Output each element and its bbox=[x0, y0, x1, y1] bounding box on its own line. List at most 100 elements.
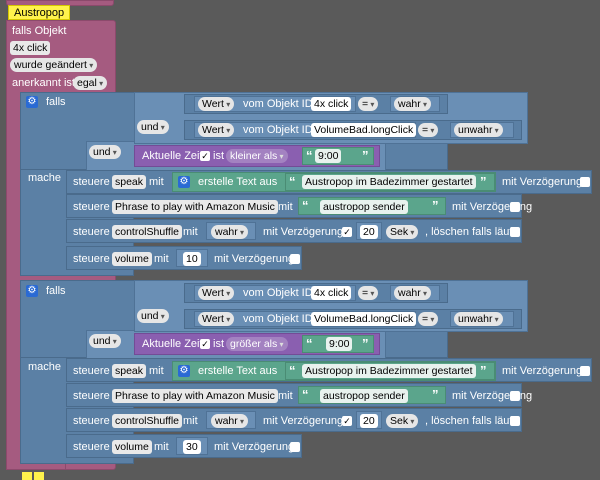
value-type-dropdown[interactable]: Wert bbox=[198, 123, 235, 137]
value-type-dropdown[interactable]: Wert bbox=[198, 312, 235, 326]
compare-operator-dropdown[interactable]: = bbox=[418, 123, 439, 137]
delay-label: mit Verzögerung bbox=[502, 176, 583, 188]
control-label: steuere bbox=[73, 390, 110, 402]
and-operator-dropdown[interactable]: und bbox=[89, 334, 121, 348]
clear-running-label: , löschen falls läuft bbox=[425, 226, 516, 238]
control-object-field[interactable]: controlShuffle bbox=[112, 414, 183, 428]
object-id-label: vom Objekt ID bbox=[243, 287, 313, 299]
object-id-field[interactable]: 4x click bbox=[311, 286, 352, 300]
trigger-object-field[interactable]: 4x click bbox=[10, 41, 51, 55]
delay-checkbox[interactable]: ✓ bbox=[342, 416, 352, 426]
gear-icon[interactable]: ⚙ bbox=[26, 96, 38, 108]
if-mache-label: mache bbox=[28, 172, 62, 184]
delay-number-field[interactable]: 20 bbox=[360, 225, 378, 239]
if-falls-label: falls bbox=[46, 96, 66, 108]
delay-checkbox[interactable] bbox=[580, 177, 590, 187]
text-value-field[interactable]: Austropop im Badezimmer gestartet bbox=[302, 364, 476, 378]
delay-number-field[interactable]: 20 bbox=[360, 414, 378, 428]
trigger-label: falls Objekt bbox=[12, 25, 67, 37]
and-operator-dropdown[interactable]: und bbox=[89, 145, 121, 159]
value-type-dropdown[interactable]: Wert bbox=[198, 286, 235, 300]
delay-label: mit Verzögerung bbox=[263, 226, 344, 238]
with-label: mit bbox=[278, 390, 293, 402]
trigger-changed-dropdown[interactable]: wurde geändert bbox=[10, 58, 98, 72]
comment-stub[interactable] bbox=[22, 472, 32, 480]
comment-stub[interactable] bbox=[34, 472, 44, 480]
bool-dropdown[interactable]: unwahr bbox=[454, 123, 503, 137]
script-title-text: Austropop bbox=[14, 7, 65, 19]
bool-dropdown[interactable]: wahr bbox=[394, 286, 432, 300]
text-value-field[interactable]: Austropop im Badezimmer gestartet bbox=[302, 175, 476, 189]
clear-running-label: , löschen falls läuft bbox=[425, 415, 516, 427]
control-object-field[interactable]: Phrase to play with Amazon Music bbox=[112, 389, 278, 403]
time-operator-dropdown[interactable]: kleiner als bbox=[226, 149, 288, 163]
delay-checkbox[interactable]: ✓ bbox=[342, 227, 352, 237]
gear-icon[interactable]: ⚙ bbox=[178, 176, 190, 188]
delay-checkbox[interactable] bbox=[290, 442, 300, 452]
ack-dropdown[interactable]: egal bbox=[73, 76, 108, 90]
control-label: steuere bbox=[73, 365, 110, 377]
gear-icon[interactable]: ⚙ bbox=[26, 285, 38, 297]
script-title[interactable]: Austropop bbox=[8, 5, 71, 20]
clear-running-checkbox[interactable] bbox=[510, 227, 520, 237]
control-object-field[interactable]: Phrase to play with Amazon Music bbox=[112, 200, 278, 214]
quote-open-icon: “ bbox=[306, 336, 313, 351]
bool-dropdown[interactable]: wahr bbox=[394, 97, 432, 111]
if-mache-label: mache bbox=[28, 361, 62, 373]
delay-checkbox[interactable] bbox=[290, 254, 300, 264]
text-value-field[interactable]: austropop sender bbox=[320, 389, 408, 403]
control-label: steuere bbox=[73, 226, 110, 238]
delay-checkbox[interactable] bbox=[510, 391, 520, 401]
object-id-field[interactable]: VolumeBad.longClick bbox=[311, 312, 417, 326]
object-id-label: vom Objekt ID bbox=[243, 98, 313, 110]
delay-label: mit Verzögerung bbox=[452, 201, 533, 213]
time-is-label: ist bbox=[213, 338, 224, 350]
delay-checkbox[interactable] bbox=[580, 366, 590, 376]
object-id-field[interactable]: 4x click bbox=[311, 97, 352, 111]
bool-dropdown[interactable]: unwahr bbox=[454, 312, 503, 326]
if-falls-label: falls bbox=[46, 285, 66, 297]
create-text-label: erstelle Text aus bbox=[198, 176, 278, 188]
quote-close-icon: ” bbox=[480, 363, 487, 378]
and-operator-dropdown[interactable]: und bbox=[137, 309, 169, 323]
compare-operator-dropdown[interactable]: = bbox=[418, 312, 439, 326]
gear-icon[interactable]: ⚙ bbox=[178, 365, 190, 377]
control-object-field[interactable]: volume bbox=[112, 252, 152, 266]
compare-operator-dropdown[interactable]: = bbox=[358, 97, 379, 111]
with-label: mit bbox=[183, 415, 198, 427]
control-object-field[interactable]: controlShuffle bbox=[112, 225, 183, 239]
with-label: mit bbox=[149, 365, 164, 377]
bool-dropdown[interactable]: wahr bbox=[211, 225, 249, 239]
time-label: Aktuelle Zeit bbox=[142, 150, 203, 162]
control-object-field[interactable]: speak bbox=[112, 364, 147, 378]
time-operator-dropdown[interactable]: größer als bbox=[226, 337, 288, 351]
delay-label: mit Verzögerung bbox=[263, 415, 344, 427]
time-unit-dropdown[interactable]: Sek bbox=[386, 414, 419, 428]
control-label: steuere bbox=[73, 441, 110, 453]
text-value-field[interactable]: austropop sender bbox=[320, 200, 408, 214]
control-object-field[interactable]: volume bbox=[112, 440, 152, 454]
volume-number-field[interactable]: 30 bbox=[183, 440, 201, 454]
bool-dropdown[interactable]: wahr bbox=[211, 414, 249, 428]
clear-running-checkbox[interactable] bbox=[510, 416, 520, 426]
delay-label: mit Verzögerung bbox=[452, 390, 533, 402]
value-type-dropdown[interactable]: Wert bbox=[198, 97, 235, 111]
time-checkbox[interactable]: ✓ bbox=[200, 151, 210, 161]
time-value-field[interactable]: 9:00 bbox=[326, 337, 353, 351]
control-object-field[interactable]: speak bbox=[112, 175, 147, 189]
and-operator-dropdown[interactable]: und bbox=[137, 120, 169, 134]
object-id-field[interactable]: VolumeBad.longClick bbox=[311, 123, 417, 137]
delay-checkbox[interactable] bbox=[510, 202, 520, 212]
time-value-field[interactable]: 9:00 bbox=[315, 149, 342, 163]
quote-close-icon: ” bbox=[432, 387, 439, 402]
time-unit-dropdown[interactable]: Sek bbox=[386, 225, 419, 239]
with-label: mit bbox=[183, 226, 198, 238]
control-label: steuere bbox=[73, 253, 110, 265]
time-checkbox[interactable]: ✓ bbox=[200, 339, 210, 349]
time-is-label: ist bbox=[213, 150, 224, 162]
volume-number-field[interactable]: 10 bbox=[183, 252, 201, 266]
quote-open-icon: “ bbox=[302, 387, 309, 402]
create-text-label: erstelle Text aus bbox=[198, 365, 278, 377]
compare-operator-dropdown[interactable]: = bbox=[358, 286, 379, 300]
control-label: steuere bbox=[73, 415, 110, 427]
